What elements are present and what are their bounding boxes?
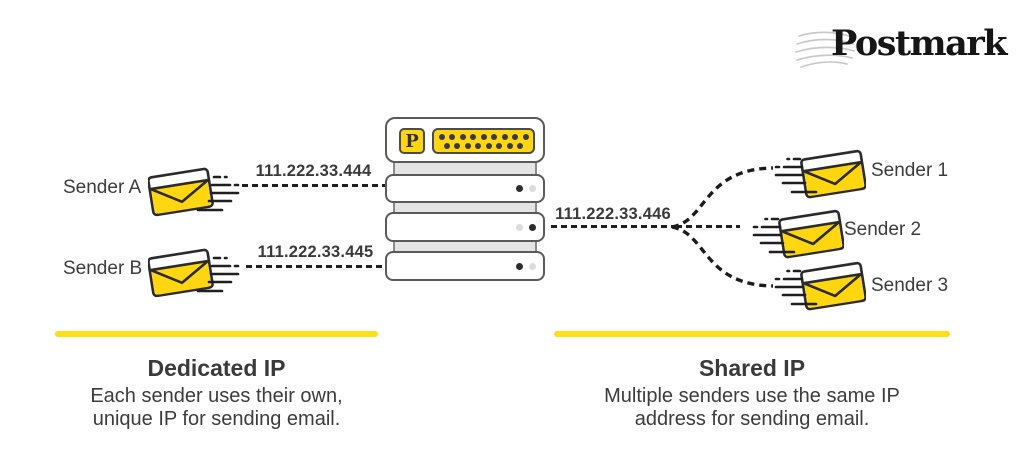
shared-divider-bar — [554, 331, 950, 337]
server-unit-2 — [385, 174, 545, 203]
speed-lines-icon — [196, 256, 240, 293]
envelope-a-icon — [148, 167, 240, 217]
server-unit-3 — [385, 212, 545, 242]
port-dot-row — [438, 133, 529, 140]
ip-b-line — [246, 265, 385, 269]
port-dot-row — [443, 142, 524, 149]
envelope-1-icon — [774, 149, 866, 199]
sender-3-label: Sender 3 — [871, 275, 949, 296]
branch-curves — [671, 166, 774, 288]
shared-ip-label: 111.222.33.446 — [555, 205, 671, 223]
server-led-icon — [529, 224, 536, 231]
dedicated-description-line1: Each sender uses their own, — [90, 385, 343, 407]
server-led-icon — [516, 185, 523, 192]
dedicated-divider-bar — [55, 331, 378, 337]
sender-a-label: Sender A — [63, 177, 142, 198]
postmark-logo: Postmark — [795, 24, 1008, 70]
ip-b-label: 111.222.33.445 — [257, 243, 374, 261]
server-led-icon — [529, 263, 536, 270]
shared-description-line1: Multiple senders use the same IP — [604, 385, 900, 407]
dedicated-description-line2: unique IP for sending email. — [92, 408, 341, 430]
server-led-icon — [529, 185, 536, 192]
sender-b-label: Sender B — [63, 258, 143, 279]
sender-2-label: Sender 2 — [844, 219, 922, 240]
speed-lines-icon — [196, 175, 240, 212]
sender-1-label: Sender 1 — [871, 160, 949, 181]
shared-section: Shared IP Multiple senders use the same … — [554, 355, 950, 431]
envelope-3-icon — [774, 261, 866, 311]
dedicated-heading: Dedicated IP — [147, 355, 286, 381]
branch-middle-line — [676, 225, 740, 229]
ip-a-line — [242, 184, 385, 188]
server-led-icon — [516, 224, 523, 231]
server-led-icon — [516, 263, 523, 270]
envelope-b-icon — [148, 248, 240, 298]
postmark-waves-icon — [795, 31, 855, 68]
speed-lines-icon — [774, 269, 818, 306]
server-port-panel-icon — [432, 128, 535, 154]
speed-lines-icon — [774, 157, 818, 194]
shared-description-line2: address for sending email. — [634, 408, 870, 430]
ip-a-label: 111.222.33.444 — [255, 162, 372, 180]
speed-lines-icon — [752, 217, 796, 254]
dedicated-section: Dedicated IP Each sender uses their own,… — [45, 355, 388, 431]
postmark-logo-text: Postmark — [831, 23, 1008, 64]
shared-ip-line — [551, 225, 675, 229]
server-p-badge: P — [399, 128, 425, 154]
server-unit-4 — [385, 251, 545, 281]
shared-heading: Shared IP — [698, 355, 806, 381]
server-p-badge-letter: P — [405, 130, 419, 152]
server-unit-top: P — [385, 117, 545, 163]
envelope-2-icon — [752, 209, 844, 259]
